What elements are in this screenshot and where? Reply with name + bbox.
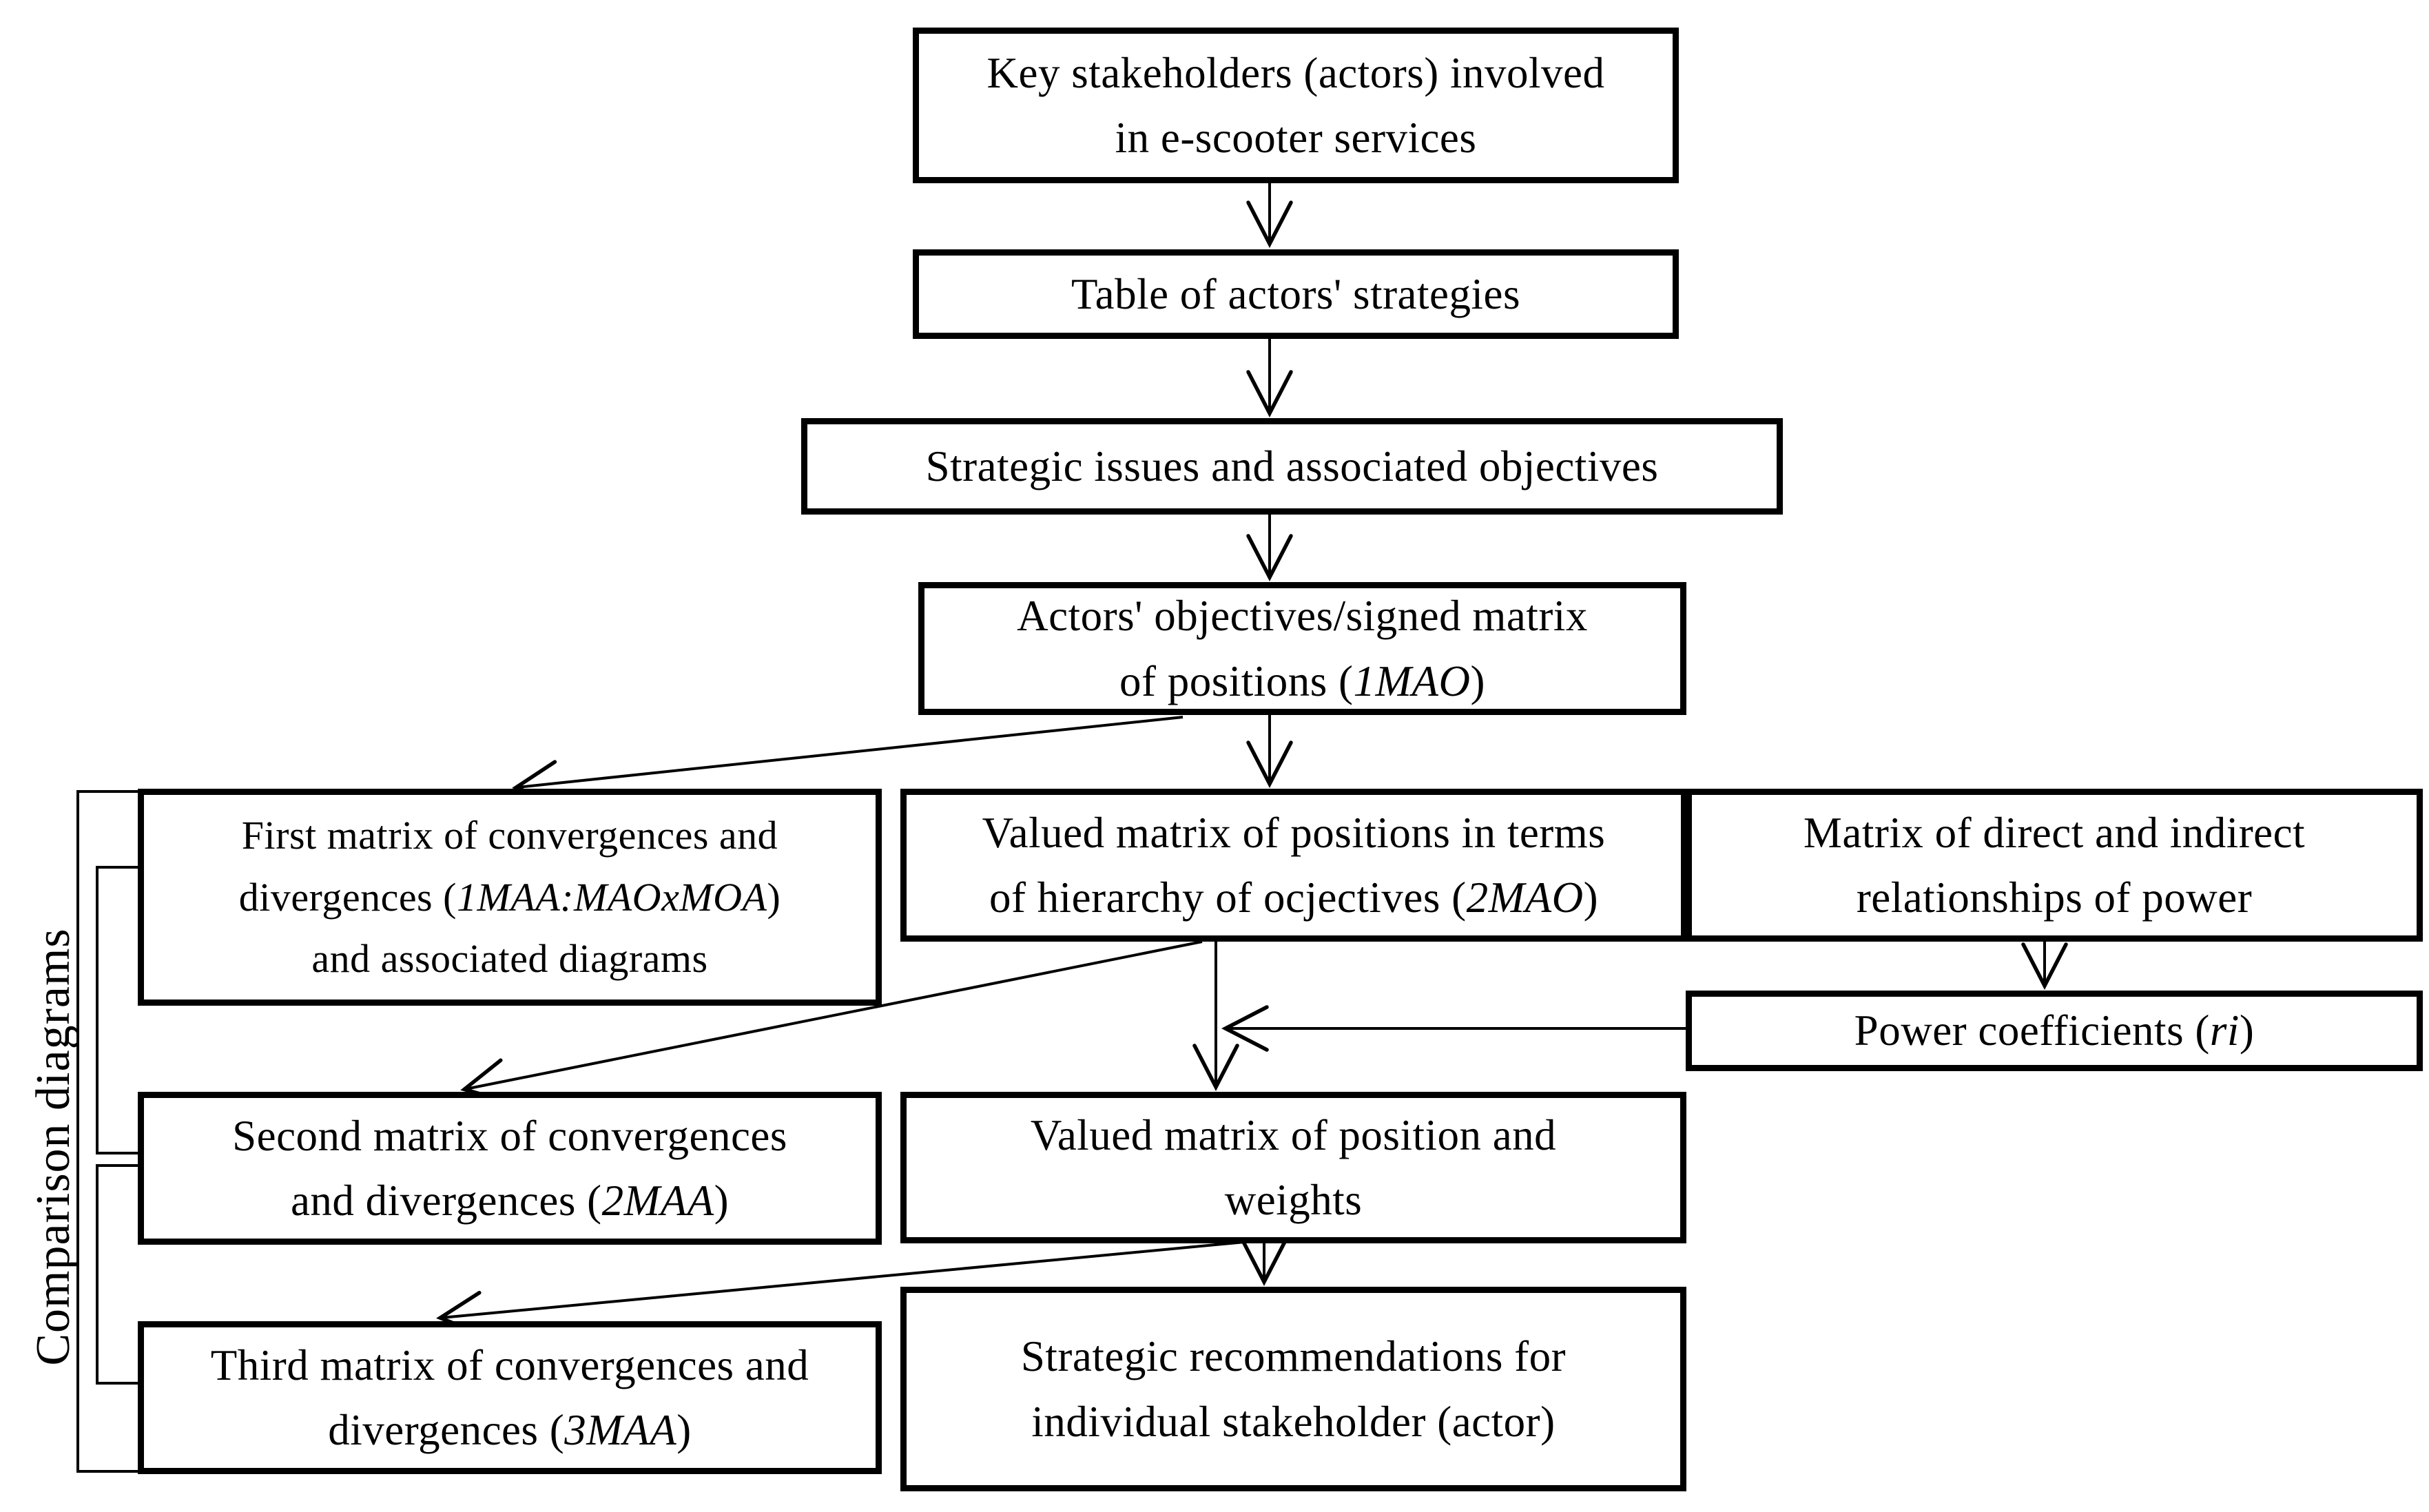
arrow-objectives-to-first-matrix bbox=[512, 716, 1184, 807]
box-line: Second matrix of convergences bbox=[232, 1111, 787, 1160]
box-table-of-strategies: Table of actors' strategies bbox=[913, 249, 1679, 339]
box-line: and associated diagrams bbox=[311, 936, 708, 982]
box-actors-objectives-1mao: Actors' objectives/signed matrix of posi… bbox=[918, 582, 1686, 715]
box-line: Power coefficients (ri) bbox=[1854, 998, 2255, 1064]
arrow-weights-to-third-matrix bbox=[436, 1241, 1245, 1338]
text-segment-italic: 1MAA:MAOxMOA bbox=[456, 874, 767, 920]
box-strategic-issues: Strategic issues and associated objectiv… bbox=[801, 418, 1783, 515]
box-key-stakeholders: Key stakeholders (actors) involved in e-… bbox=[913, 28, 1679, 183]
box-third-matrix-3maa: Third matrix of convergences and diverge… bbox=[138, 1321, 882, 1474]
box-line: Table of actors' strategies bbox=[1071, 269, 1520, 318]
text-segment: ) bbox=[714, 1177, 730, 1225]
bracket-inner-first-second bbox=[96, 866, 144, 1154]
box-line: weights bbox=[1224, 1176, 1363, 1224]
text-segment: divergences ( bbox=[328, 1406, 565, 1454]
box-line: relationships of power bbox=[1856, 873, 2253, 922]
box-line: Key stakeholders (actors) involved bbox=[986, 48, 1605, 97]
box-line: individual stakeholder (actor) bbox=[1031, 1397, 1555, 1446]
box-line: Strategic issues and associated objectiv… bbox=[925, 442, 1659, 490]
box-line: First matrix of convergences and bbox=[241, 812, 778, 858]
bracket-outer-first-third bbox=[76, 790, 144, 1473]
box-line: Actors' objectives/signed matrix bbox=[1017, 592, 1588, 640]
box-line: Third matrix of convergences and bbox=[210, 1340, 809, 1389]
text-segment-italic: 1MAO bbox=[1353, 656, 1471, 705]
box-line: and divergences (2MAA) bbox=[291, 1168, 729, 1234]
bracket-inner-second-third bbox=[96, 1164, 144, 1385]
box-line: of hierarchy of ocjectives (2MAO) bbox=[989, 865, 1598, 931]
text-segment: divergences ( bbox=[238, 874, 457, 920]
text-segment: ) bbox=[1470, 656, 1485, 705]
text-segment: of hierarchy of ocjectives ( bbox=[989, 873, 1467, 922]
text-segment-italic: 3MAA bbox=[564, 1406, 677, 1454]
text-segment: ) bbox=[1583, 873, 1599, 922]
arrow-2mao-to-second-matrix bbox=[460, 940, 1203, 1104]
box-strategic-recommendations: Strategic recommendations for individual… bbox=[900, 1287, 1686, 1491]
text-segment: ) bbox=[767, 874, 781, 920]
text-segment-italic: 2MAA bbox=[601, 1177, 714, 1225]
box-line: of positions (1MAO) bbox=[1119, 649, 1485, 714]
box-line: Strategic recommendations for bbox=[1020, 1332, 1567, 1380]
text-segment-italic: ri bbox=[2209, 1006, 2240, 1055]
box-valued-matrix-weights: Valued matrix of position and weights bbox=[900, 1092, 1686, 1243]
box-power-coefficients: Power coefficients (ri) bbox=[1686, 991, 2423, 1071]
box-line: in e-scooter services bbox=[1115, 114, 1477, 162]
text-segment: ) bbox=[2239, 1006, 2255, 1055]
box-valued-matrix-2mao: Valued matrix of positions in terms of h… bbox=[900, 789, 1687, 942]
box-line: divergences (3MAA) bbox=[328, 1398, 691, 1463]
box-second-matrix-2maa: Second matrix of convergences and diverg… bbox=[138, 1092, 882, 1245]
box-line: divergences (1MAA:MAOxMOA) bbox=[239, 867, 781, 929]
side-label-text: Comparison diagrams bbox=[27, 928, 80, 1366]
text-segment-italic: 2MAO bbox=[1466, 873, 1584, 922]
text-segment: ) bbox=[676, 1406, 692, 1454]
box-line: Valued matrix of positions in terms bbox=[982, 808, 1606, 857]
text-segment: and divergences ( bbox=[290, 1177, 602, 1225]
box-line: Valued matrix of position and bbox=[1030, 1110, 1557, 1159]
text-segment: of positions ( bbox=[1119, 656, 1354, 705]
box-first-matrix-1maa: First matrix of convergences and diverge… bbox=[138, 789, 882, 1006]
box-power-relationships-matrix: Matrix of direct and indirect relationsh… bbox=[1686, 789, 2423, 942]
box-line: Matrix of direct and indirect bbox=[1803, 808, 2306, 857]
text-segment: Power coefficients ( bbox=[1854, 1006, 2210, 1055]
comparison-diagrams-label: Comparison diagrams bbox=[26, 928, 81, 1365]
